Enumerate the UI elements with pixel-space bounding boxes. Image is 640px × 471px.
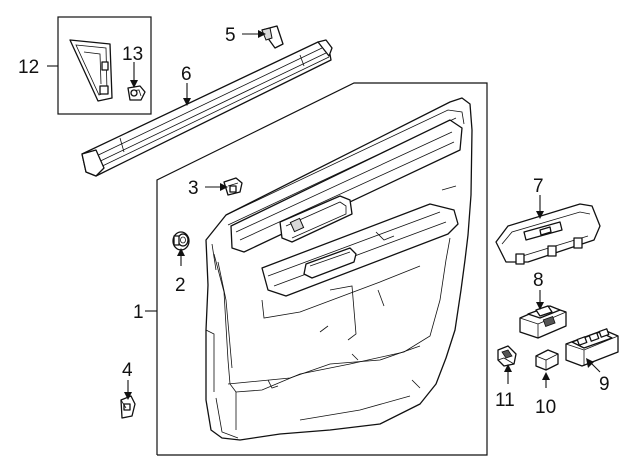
lock-switch-part: [535, 349, 559, 371]
callout-12: 12: [18, 57, 39, 78]
callout-7: 7: [533, 176, 544, 197]
callout-8: 8: [533, 270, 544, 291]
callout-labels: 1 2 3 4 5 6 7 8 9 10 11 12 13: [18, 25, 610, 418]
callout-3: 3: [188, 178, 199, 199]
clip-3-part: [223, 177, 243, 196]
callout-1: 1: [133, 302, 144, 323]
callout-10: 10: [535, 397, 556, 418]
cover-5-part: [261, 25, 284, 49]
window-switch-part: [519, 305, 567, 339]
garnish-part: [69, 39, 113, 102]
callout-6: 6: [181, 64, 192, 85]
switch-bezel-part: [495, 203, 601, 265]
door-panel-group-frame: [156, 82, 488, 456]
leader-lines: [47, 30, 601, 400]
door-trim-panel-part: [205, 97, 473, 441]
clip-13-part: [127, 85, 146, 101]
weatherstrip-part: [81, 39, 333, 177]
callout-11: 11: [495, 390, 515, 411]
callout-9: 9: [599, 374, 610, 395]
clip-11-part: [497, 345, 517, 367]
callout-13: 13: [122, 44, 143, 65]
callout-5: 5: [225, 25, 236, 46]
callout-4: 4: [122, 360, 133, 381]
master-switch-part: [565, 328, 619, 367]
callout-2: 2: [175, 275, 186, 296]
clip-2-part: [172, 231, 190, 251]
